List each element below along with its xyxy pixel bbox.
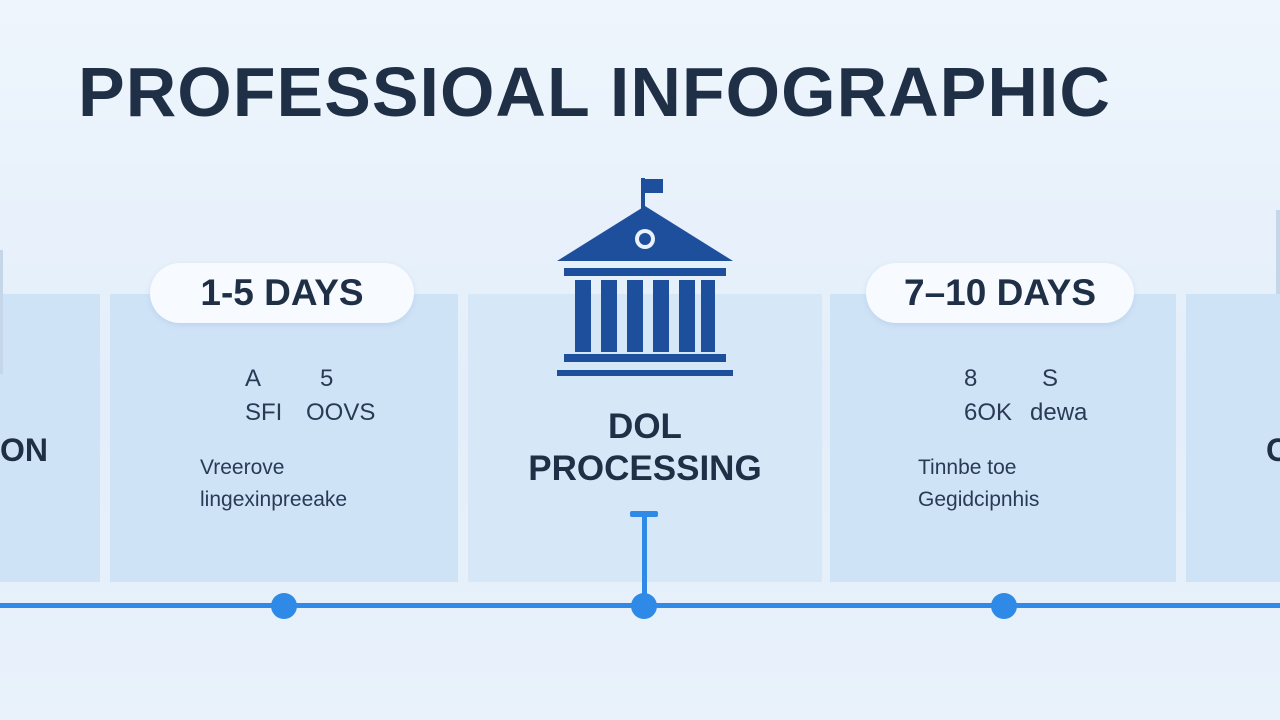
stage-1-description-1: Vreerove [200, 456, 285, 479]
stage-panel-left-edge [0, 294, 100, 582]
stage-1-detail-d: OOVS [306, 399, 376, 426]
stage-1-description-2: lingexinpreeake [200, 488, 348, 511]
stage-3-detail-c: 6OK [964, 399, 1013, 426]
right-edge-divider [1276, 210, 1280, 294]
left-edge-label: ON [0, 432, 48, 468]
stage-1-detail-c: SFI [245, 399, 283, 426]
stage-3-detail-b: S [1042, 365, 1059, 392]
timeline-marker-2 [631, 593, 657, 619]
stage-3-description-2: Gegidcipnhis [918, 488, 1040, 511]
duration-badge-stage-3: 7–10 DAYS [866, 263, 1134, 323]
timeline-connector-cap [630, 511, 658, 517]
stage-2-title-line-2: PROCESSING [528, 449, 762, 488]
stage-1-detail-b: 5 [320, 365, 334, 392]
stage-panel-right-edge [1186, 294, 1280, 582]
page-title: PROFESSIOAL INFOGRAPHIC [78, 53, 1111, 131]
duration-label: 1-5 DAYS [200, 272, 364, 313]
left-edge-divider [0, 250, 3, 374]
stage-1-detail-a: A [245, 365, 262, 392]
government-building-icon [555, 176, 735, 380]
stage-3-detail-d: dewa [1030, 399, 1088, 426]
right-edge-label: C [1266, 432, 1280, 468]
stage-panel-3 [830, 294, 1176, 582]
timeline-connector [642, 515, 647, 607]
stage-2-title-line-1: DOL [608, 407, 682, 446]
duration-badge-stage-1: 1-5 DAYS [150, 263, 414, 323]
stage-3-description-1: Tinnbe toe [918, 456, 1017, 479]
duration-label: 7–10 DAYS [904, 272, 1096, 313]
timeline-marker-3 [991, 593, 1017, 619]
timeline-marker-1 [271, 593, 297, 619]
stage-3-detail-a: 8 [964, 365, 978, 392]
stage-panel-1 [110, 294, 458, 582]
